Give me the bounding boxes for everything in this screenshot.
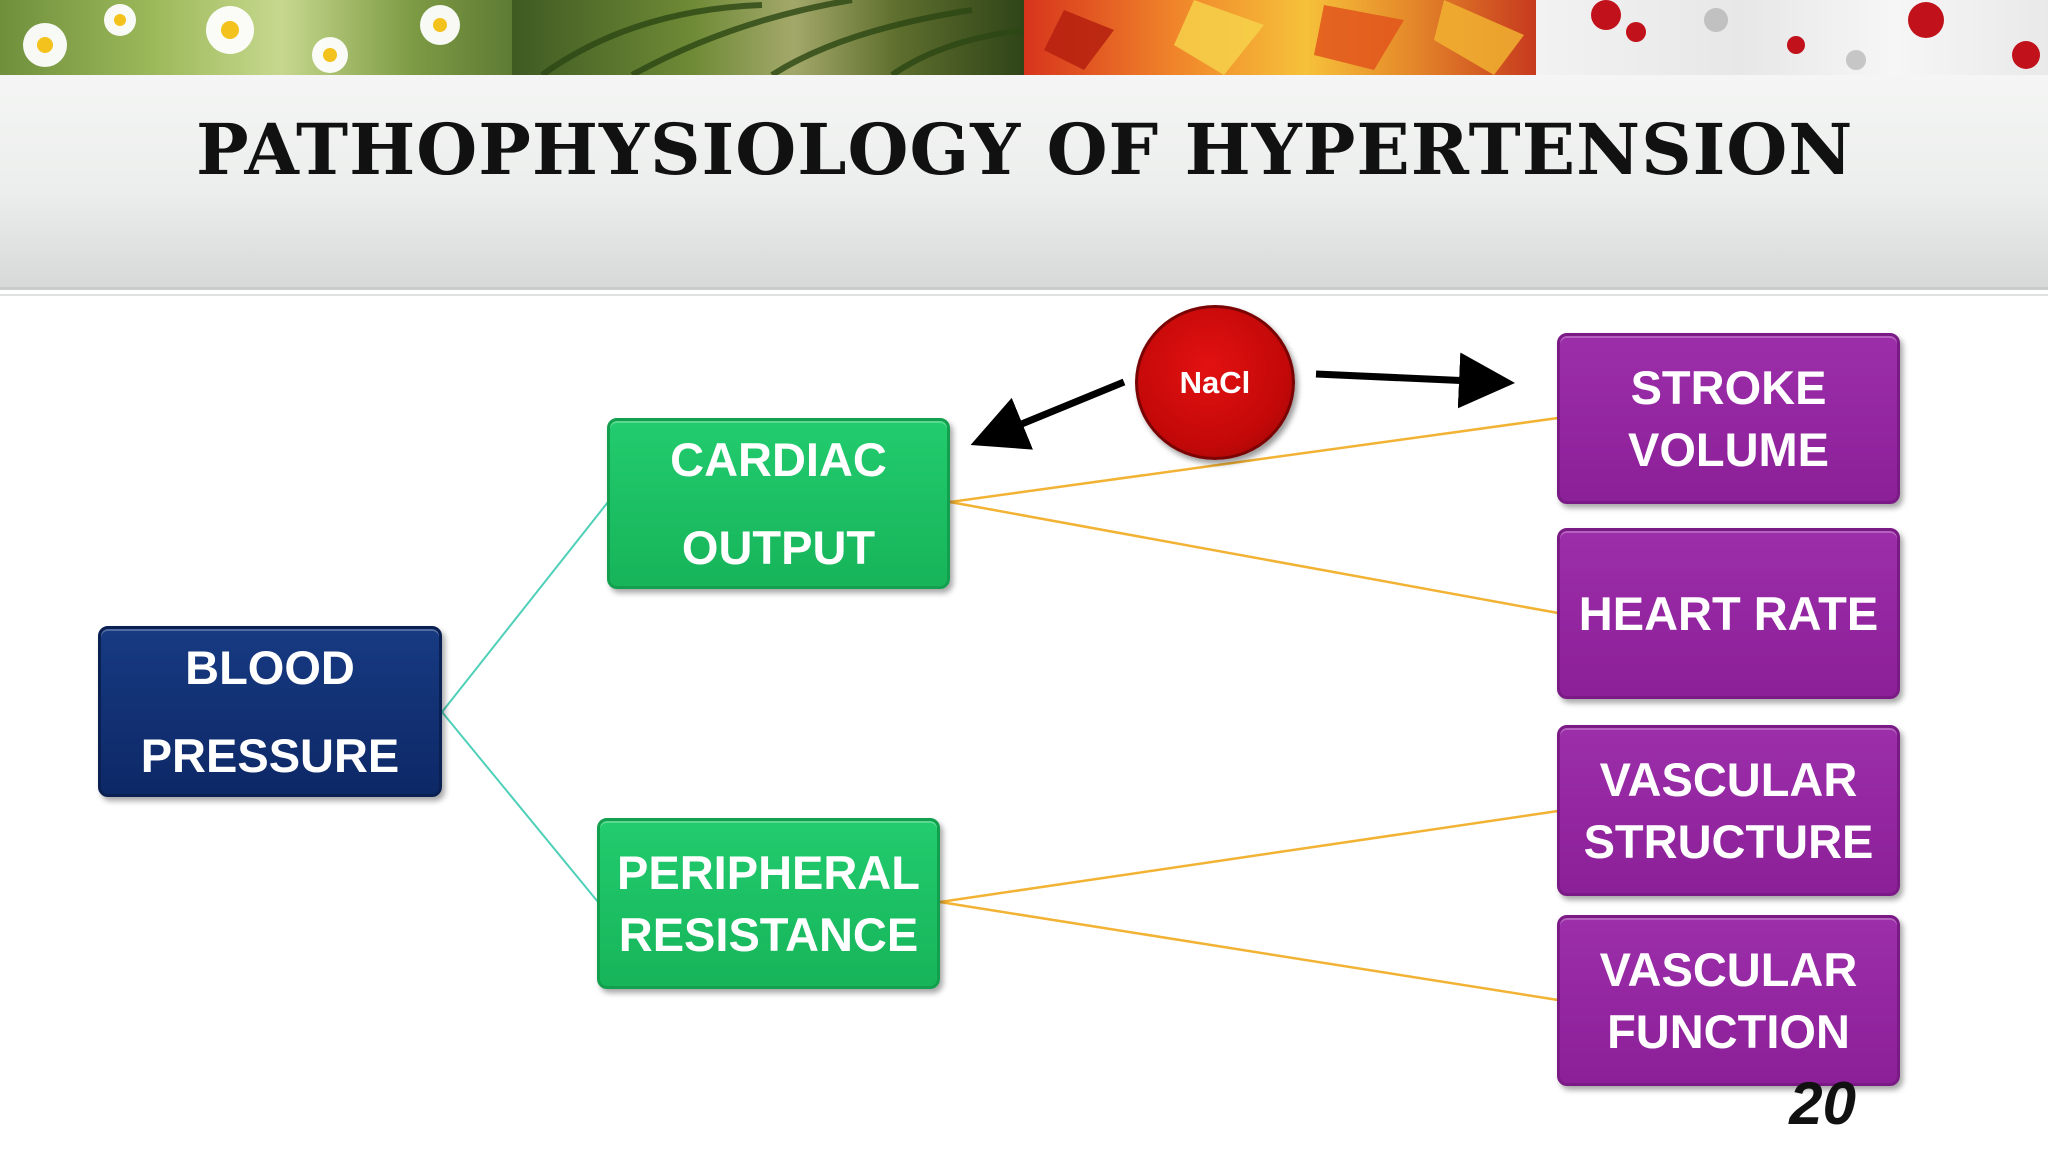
edge-peripheral-resistance-to-vascular-structure (939, 809, 1559, 904)
node-label-line: VASCULAR (1599, 942, 1858, 996)
node-vascular-function: VASCULAR FUNCTION (1557, 915, 1900, 1086)
node-blood-pressure: BLOOD PRESSURE (98, 626, 442, 797)
node-cardiac-output: CARDIAC OUTPUT (607, 418, 950, 589)
node-label-line: PERIPHERAL (617, 845, 920, 899)
edge-cardiac-output-to-stroke-volume (949, 416, 1559, 504)
banner-autumn-leaves-image (1024, 0, 1536, 75)
node-heart-rate: HEART RATE (1557, 528, 1900, 699)
banner-winter-berries-image (1536, 0, 2048, 75)
nacl-circle: NaCl (1135, 305, 1295, 460)
edge-peripheral-resistance-to-vascular-function (939, 900, 1559, 1002)
node-label-line: FUNCTION (1607, 1004, 1850, 1058)
node-label-line: STRUCTURE (1583, 814, 1874, 868)
edge-bp-to-peripheral-resistance (441, 711, 599, 903)
arrow-nacl-to-cardiac-output (970, 378, 1126, 450)
title-band (0, 75, 2048, 296)
page-number: 20 (1789, 1070, 1856, 1137)
slide-title: PATHOPHYSIOLOGY OF HYPERTENSION (196, 108, 1854, 191)
node-vascular-structure: VASCULAR STRUCTURE (1557, 725, 1900, 896)
banner-palm-image (512, 0, 1024, 75)
node-label-line: CARDIAC (670, 432, 887, 486)
node-label-line: VOLUME (1627, 422, 1830, 476)
node-label-line: RESISTANCE (618, 907, 919, 961)
nacl-label: NaCl (1179, 364, 1251, 400)
node-label-line: HEART RATE (1578, 586, 1879, 640)
node-label-line: BLOOD (185, 640, 355, 694)
node-label-line: PRESSURE (140, 728, 400, 782)
banner-daisies-image (0, 0, 512, 75)
node-label-line: STROKE (1630, 360, 1827, 414)
edge-cardiac-output-to-heart-rate (949, 500, 1559, 615)
node-label-line: VASCULAR (1599, 752, 1858, 806)
arrow-nacl-to-stroke-volume (1315, 352, 1515, 409)
edge-bp-to-cardiac-output (441, 501, 609, 713)
node-label-line: OUTPUT (681, 520, 876, 574)
node-peripheral-resistance: PERIPHERAL RESISTANCE (597, 818, 940, 989)
node-stroke-volume: STROKE VOLUME (1557, 333, 1900, 504)
photo-banner (0, 0, 2048, 75)
